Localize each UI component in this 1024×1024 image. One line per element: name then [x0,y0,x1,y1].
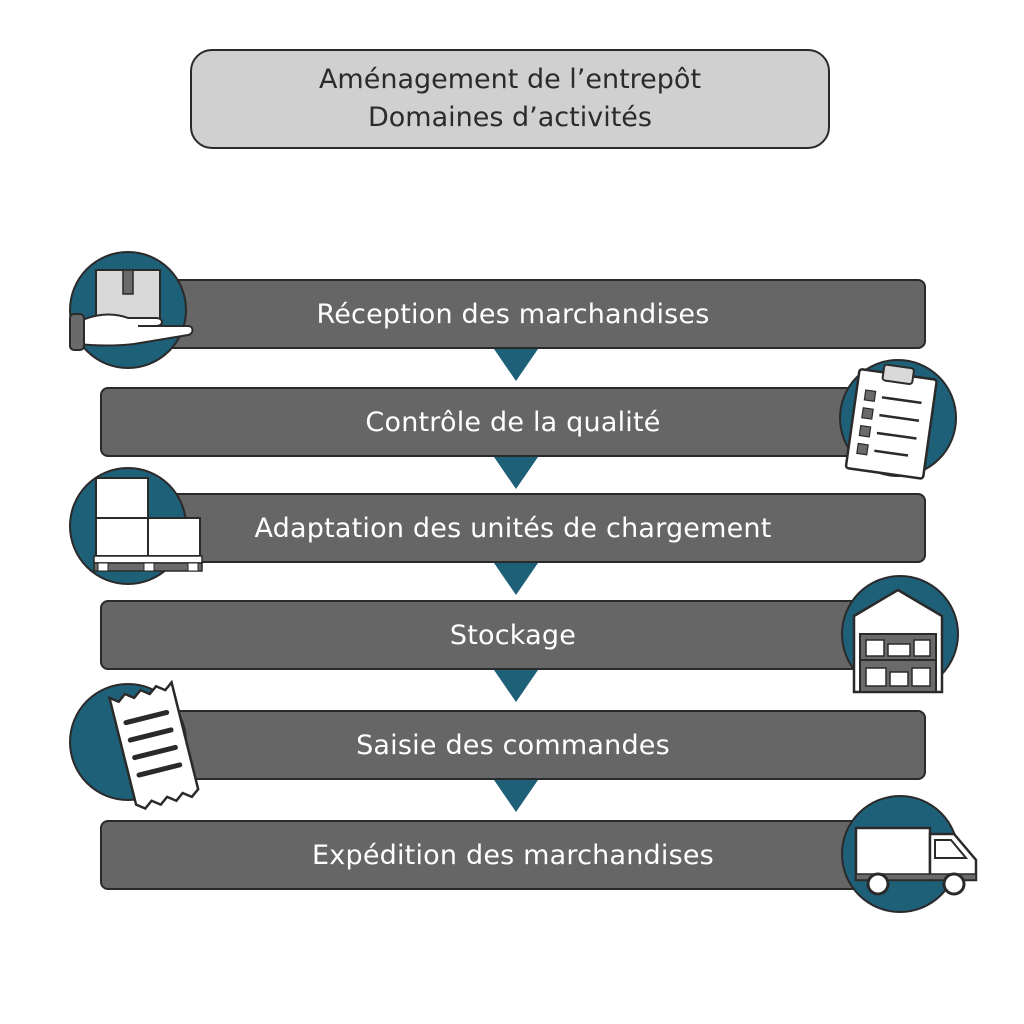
flow-arrow-3 [494,563,538,595]
step-reception: Réception des marchandises [100,279,926,349]
step-label-order-entry: Saisie des commandes [356,729,670,761]
step-shipping: Expédition des marchandises [100,820,926,890]
clipboard-checklist-icon [832,359,972,490]
hand-package-icon [60,248,200,378]
flow-arrow-1 [494,349,538,381]
step-storage: Stockage [100,600,926,670]
step-label-load-unit-adaptation: Adaptation des unités de chargement [254,512,772,544]
step-label-reception: Réception des marchandises [316,298,710,330]
flow-arrow-2 [494,457,538,489]
pallet-boxes-icon [60,466,210,596]
diagram-title-line-2: Domaines d’activités [368,102,652,133]
delivery-van-icon [834,790,984,920]
warehouse-icon [834,574,974,704]
diagram-title-line-1: Aménagement de l’entrepôt [318,64,702,95]
step-quality-control: Contrôle de la qualité [100,387,926,457]
diagram-title-box: Aménagement de l’entrepôt Domaines d’act… [190,49,830,149]
step-label-quality-control: Contrôle de la qualité [365,406,661,438]
step-label-storage: Stockage [449,619,577,651]
receipt-icon [60,679,210,820]
step-order-entry: Saisie des commandes [100,710,926,780]
step-label-shipping: Expédition des marchandises [312,839,714,871]
step-load-unit-adaptation: Adaptation des unités de chargement [100,493,926,563]
flow-arrow-4 [494,670,538,702]
flow-arrow-5 [494,780,538,812]
